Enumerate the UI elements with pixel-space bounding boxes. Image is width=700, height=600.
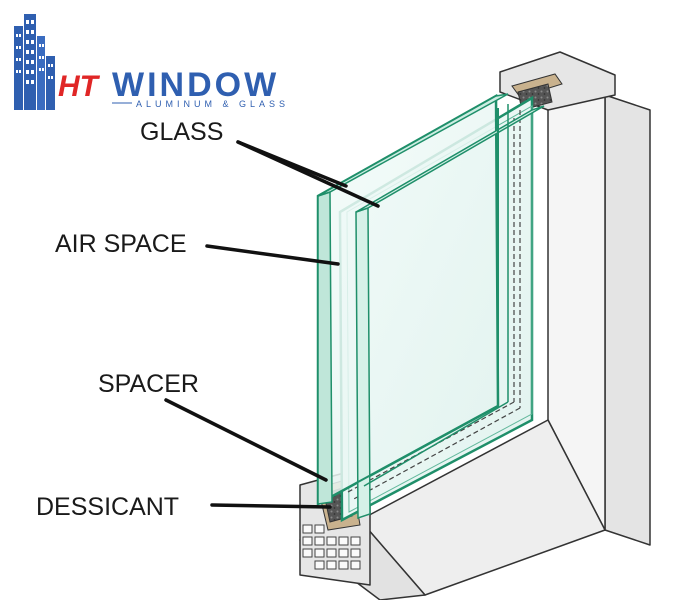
label-glass: GLASS — [140, 118, 380, 208]
label-desiccant-text: DESSICANT — [36, 493, 179, 521]
label-air-space: AIR SPACE — [55, 230, 340, 266]
label-spacer: SPACER — [98, 370, 328, 482]
city-buildings-icon — [14, 14, 55, 110]
label-glass-text: GLASS — [140, 118, 223, 146]
logo-mark: HT — [58, 70, 101, 103]
label-air-space-text: AIR SPACE — [55, 230, 187, 258]
label-desiccant: DESSICANT — [36, 493, 332, 521]
logo-name: WINDOW — [112, 66, 279, 104]
spacer-bar — [347, 110, 521, 501]
label-spacer-text: SPACER — [98, 370, 199, 398]
frame-profile-bottom — [302, 524, 361, 570]
logo-tagline: ALUMINUM & GLASS — [136, 99, 289, 109]
desiccant-top — [511, 73, 563, 111]
brand-logo: HT WINDOW ALUMINUM & GLASS — [14, 14, 289, 110]
